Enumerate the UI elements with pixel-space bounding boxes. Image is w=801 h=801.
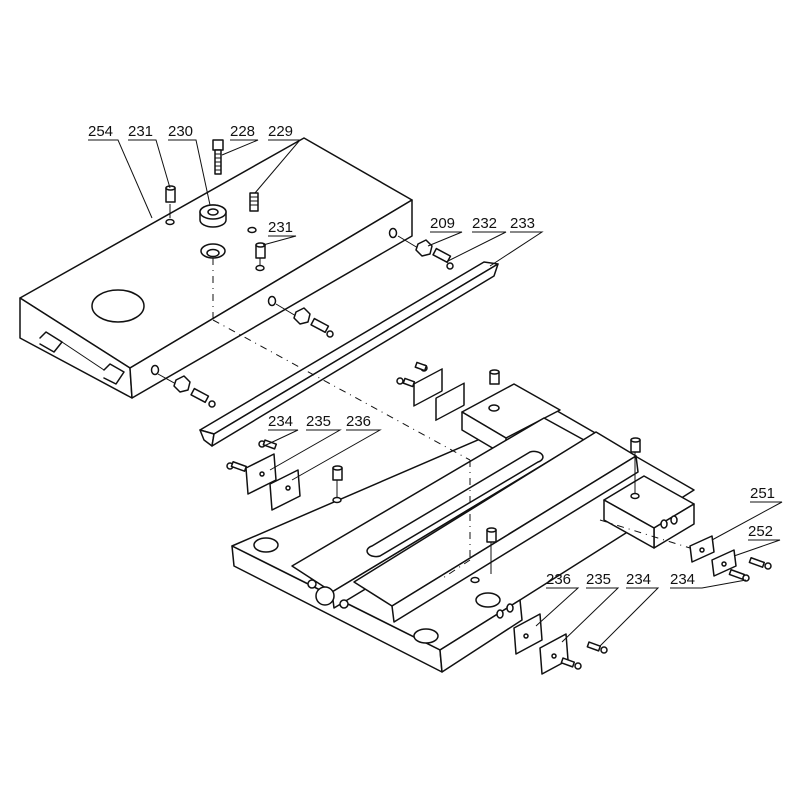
callout-229: 229 xyxy=(268,123,293,140)
callout-233: 233 xyxy=(510,215,535,232)
callout-234-left: 234 xyxy=(268,413,293,430)
callout-leaders xyxy=(88,139,783,647)
pin-part-231-top xyxy=(165,185,176,218)
callout-235-left: 235 xyxy=(306,413,331,430)
callout-236-right: 236 xyxy=(546,571,571,588)
washer-part-230 xyxy=(199,204,227,228)
pin-lower-front xyxy=(470,527,497,584)
set-screw-part-229 xyxy=(249,192,259,212)
upper-saddle-part-254 xyxy=(19,137,413,399)
cap-screw-part-228 xyxy=(212,139,224,175)
pin-lower-right xyxy=(630,437,641,500)
gib-screw-set-middle xyxy=(275,303,334,338)
callout-231-middle: 231 xyxy=(268,219,293,236)
pin-part-231-middle xyxy=(255,242,266,266)
callout-236-left: 236 xyxy=(346,413,371,430)
gib-screw-set-right xyxy=(397,235,454,270)
callout-234-right: 234 xyxy=(626,571,651,588)
gib-screw-set-left xyxy=(157,373,216,408)
callout-228: 228 xyxy=(230,123,255,140)
callout-251: 251 xyxy=(750,485,775,502)
callout-232: 232 xyxy=(472,215,497,232)
callout-labels: 254 231 230 228 229 231 209 232 233 234 … xyxy=(88,123,775,588)
assembly-center-lines xyxy=(212,258,691,581)
callout-209: 209 xyxy=(430,215,455,232)
bracket-set-left xyxy=(226,439,301,511)
callout-234-far-right: 234 xyxy=(670,571,695,588)
pin-lower-left xyxy=(332,465,343,504)
bracket-set-front-right xyxy=(513,613,608,675)
bracket-set-rear xyxy=(396,361,465,422)
callout-252: 252 xyxy=(748,523,773,540)
callout-230: 230 xyxy=(168,123,193,140)
gib-strip-part-233 xyxy=(199,261,499,447)
callout-235-right: 235 xyxy=(586,571,611,588)
bracket-set-right xyxy=(689,535,772,582)
callout-231-top: 231 xyxy=(128,123,153,140)
cross-slide-lower-part xyxy=(231,383,695,673)
callout-254: 254 xyxy=(88,123,113,140)
pin-lower-rear xyxy=(489,369,500,385)
